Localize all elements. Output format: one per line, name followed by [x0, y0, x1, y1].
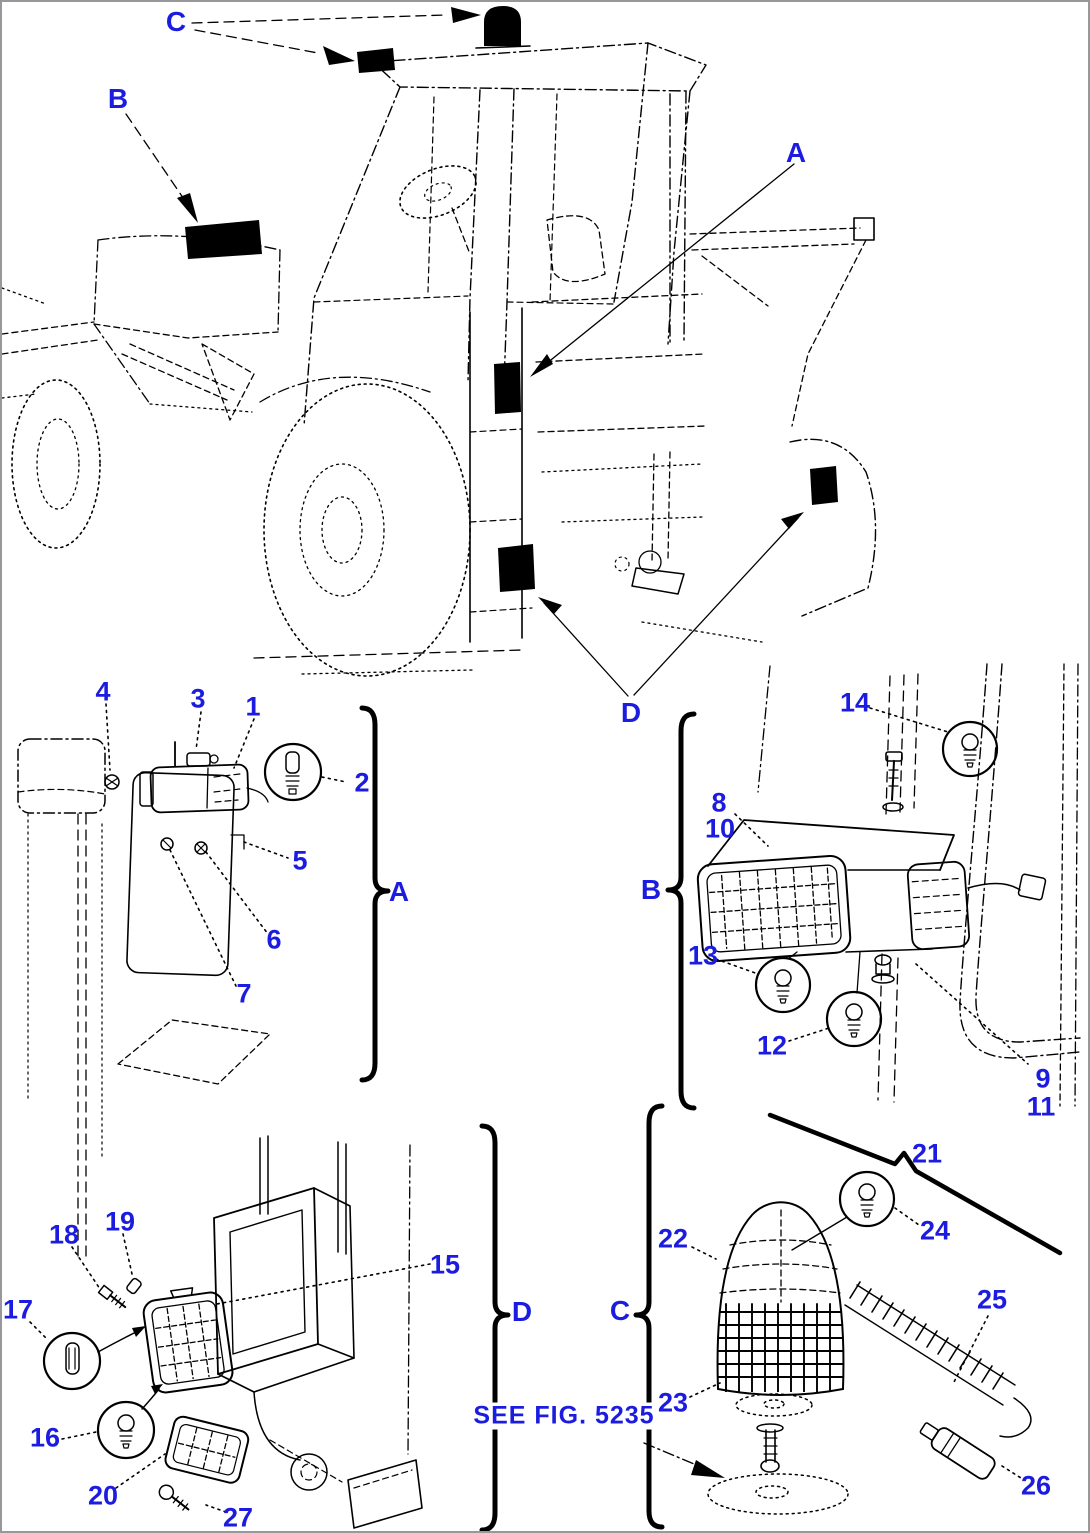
part-number-4: 4: [95, 676, 111, 707]
bolt-4: [104, 774, 120, 790]
screw-27: [158, 1484, 190, 1511]
brace-a: [359, 705, 391, 1083]
work-lamp-rear-lens: [906, 860, 971, 951]
roof-lamp-silhouette: [357, 48, 395, 73]
part-number-23: 23: [657, 1387, 689, 1418]
arrow-a: [530, 354, 553, 377]
part-number-24: 24: [919, 1215, 951, 1246]
section-label-c: C: [609, 1295, 631, 1326]
section-label-b: B: [640, 874, 662, 905]
rear-lamp-20: [164, 1415, 250, 1484]
bulb-circle-13: [754, 956, 812, 1014]
part-number-25: 25: [976, 1284, 1008, 1315]
wire-connector: [1017, 873, 1047, 901]
location-label-b: B: [107, 83, 129, 114]
screw-18: [97, 1284, 127, 1309]
part-number-22: 22: [657, 1223, 689, 1254]
base-plate: [707, 1473, 849, 1515]
clip-5: [230, 834, 245, 850]
part-number-5: 5: [292, 845, 308, 876]
arrow-c-beacon: [451, 7, 481, 23]
steering-wheel: [399, 165, 477, 219]
side-lamp-body: [149, 763, 250, 814]
mudflap-panel: [126, 771, 235, 977]
part-number-17: 17: [2, 1294, 34, 1325]
location-label-d: D: [620, 697, 642, 728]
part-number-16: 16: [29, 1422, 61, 1453]
part-number-14: 14: [839, 687, 871, 718]
coil-cord-25: [844, 1284, 1016, 1406]
part-number-9: 9: [1035, 1063, 1051, 1094]
part-number-10: 10: [704, 813, 736, 844]
lamp-wire: [967, 882, 1021, 891]
bulb-circle-24: [838, 1170, 896, 1228]
part-number-18: 18: [48, 1219, 80, 1250]
pillar-lamp-a-silhouette: [494, 362, 521, 414]
leader-d-right: [633, 517, 799, 696]
arrow-c-rooflamp: [323, 46, 355, 65]
bulb-circle-14: [941, 720, 999, 778]
part-number-6: 6: [266, 924, 282, 955]
arrow-base-plate: [691, 1460, 725, 1478]
part-number-20: 20: [87, 1480, 119, 1511]
beacon-dome-22: [716, 1201, 845, 1390]
part-number-15: 15: [429, 1249, 461, 1280]
screw-6: [194, 841, 208, 855]
work-lamp-front: [696, 854, 852, 963]
part-number-12: 12: [756, 1030, 788, 1061]
location-label-a: A: [785, 137, 807, 168]
bulb-circle-17: [42, 1331, 102, 1391]
seat: [546, 215, 606, 283]
figure-note: SEE FIG. 5235: [469, 1402, 659, 1430]
fender-lamp-d-silhouette: [810, 466, 838, 505]
pillar-lamp-d-silhouette: [498, 544, 535, 592]
part-number-11: 11: [1026, 1091, 1056, 1122]
part-number-27: 27: [222, 1502, 254, 1533]
plug-26: [919, 1422, 996, 1480]
part-number-2: 2: [354, 767, 370, 798]
arrow-d-right: [781, 512, 804, 529]
leader-c-rooflamp: [194, 29, 319, 54]
leader-a: [535, 163, 795, 373]
roof-edge-21: [767, 1112, 1063, 1256]
section-label-d: D: [511, 1296, 533, 1327]
section-label-a: A: [388, 876, 410, 907]
part-number-26: 26: [1020, 1470, 1052, 1501]
part-number-13: 13: [687, 940, 719, 971]
bulb-circle-16: [96, 1400, 156, 1460]
detail-b-work-lamp: [665, 663, 1081, 1111]
detail-d-rear-lamp: [29, 1123, 511, 1531]
pin-19: [126, 1277, 142, 1295]
fender-outline: [17, 738, 106, 814]
part-number-19: 19: [104, 1206, 136, 1237]
brace-b: [665, 711, 697, 1111]
part-number-7: 7: [236, 978, 252, 1009]
arrow-b: [177, 193, 198, 223]
detail-c-beacon: [633, 1103, 1063, 1530]
beacon-silhouette: [484, 6, 521, 46]
bulb-circle-12: [825, 990, 883, 1048]
location-label-c: C: [165, 6, 187, 37]
nut-11: [874, 954, 892, 966]
arrow-d-left: [538, 597, 562, 614]
leader-c-beacon: [191, 14, 447, 24]
leader-b: [125, 113, 191, 209]
leader-d-left: [543, 602, 629, 697]
brace-c: [633, 1103, 665, 1530]
screw-7: [160, 837, 174, 851]
brace-d: [479, 1123, 511, 1531]
gasket-23: [735, 1393, 813, 1417]
part-number-21: 21: [911, 1138, 943, 1169]
bulb-circle-2: [263, 742, 323, 802]
part-number-1: 1: [245, 691, 261, 722]
detail-a-side-lamp: [17, 703, 391, 1259]
overview-machine-sketch: [2, 6, 877, 697]
part-number-8: 8: [711, 787, 727, 818]
part-number-3: 3: [190, 683, 206, 714]
